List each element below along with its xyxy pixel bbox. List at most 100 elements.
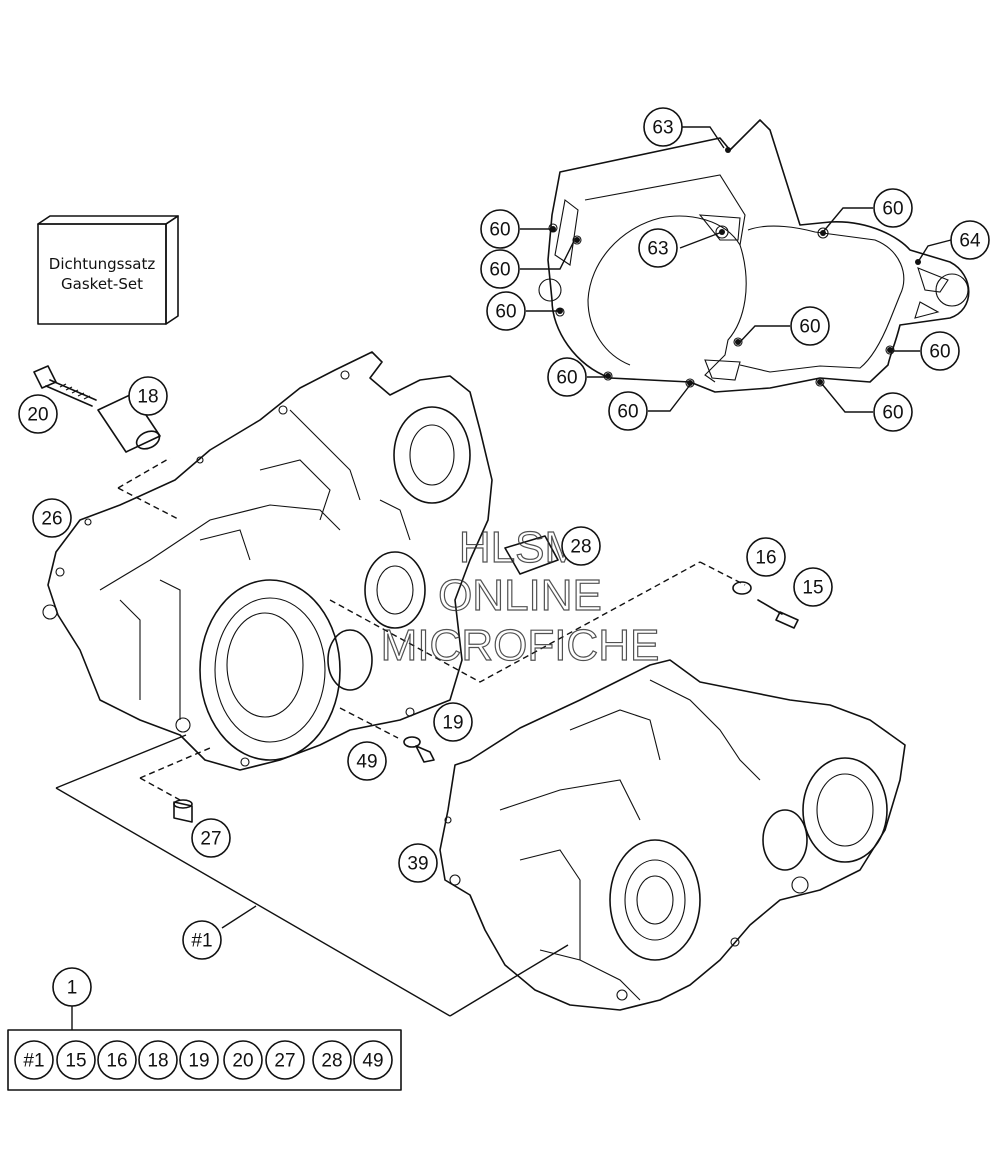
callout-c26-circle <box>32 498 72 538</box>
guide-lines <box>117 457 746 801</box>
kit-item-5-label: 20 <box>232 1051 253 1072</box>
kit-item-4-circle <box>179 1040 219 1080</box>
kit-item-3-circle <box>138 1040 178 1080</box>
callout-c60c: 60 <box>873 188 913 228</box>
kit-item-1-label: 15 <box>65 1051 86 1072</box>
callout-c60e-label: 60 <box>799 317 820 338</box>
callout-c20: 20 <box>18 394 58 434</box>
callout-c1-circle <box>52 967 92 1007</box>
callout-c16: 16 <box>746 537 786 577</box>
callout-c19-label: 19 <box>442 713 463 734</box>
callout-c60h-circle <box>608 391 648 431</box>
kit-item-4: 19 <box>179 1040 219 1080</box>
kit-item-8: 49 <box>353 1040 393 1080</box>
bolt-and-sleeve-drawing <box>33 365 161 453</box>
callout-c60f-circle <box>920 331 960 371</box>
callout-c16-label: 16 <box>755 548 776 569</box>
callout-c60a-label: 60 <box>489 220 510 241</box>
callout-c20-circle <box>18 394 58 434</box>
callout-c49-label: 49 <box>356 752 377 773</box>
callout-c60d-label: 60 <box>495 302 516 323</box>
callout-c63b-circle <box>638 228 678 268</box>
gasket-set-label-en: Gasket-Set <box>61 275 143 293</box>
callout-c60b-label: 60 <box>489 260 510 281</box>
watermark-line-1: HLSM <box>459 523 581 572</box>
callout-c60e-circle <box>790 306 830 346</box>
watermark-line-3: MICROFICHE <box>381 621 660 670</box>
callout-c15-circle <box>793 567 833 607</box>
callout-c60e: 60 <box>790 306 830 346</box>
kit-item-0-label: #1 <box>23 1051 44 1072</box>
callout-c1a: #1 <box>182 920 222 960</box>
callout-c1a-label: #1 <box>191 931 212 952</box>
callout-c49-circle <box>347 741 387 781</box>
callout-c60a: 60 <box>480 209 520 249</box>
small-parts-drawing <box>173 535 799 823</box>
kit-item-0: #1 <box>14 1040 54 1080</box>
kit-item-6-label: 27 <box>274 1051 295 1072</box>
callout-c60b-circle <box>480 249 520 289</box>
kit-item-0-circle <box>14 1040 54 1080</box>
gasket-set-label-de: Dichtungssatz <box>49 255 156 273</box>
callout-c63a: 63 <box>643 107 683 147</box>
kit-item-2-label: 16 <box>106 1051 127 1072</box>
callout-c64: 64 <box>950 220 990 260</box>
kit-table <box>7 1005 402 1091</box>
callout-c20-label: 20 <box>27 405 48 426</box>
right-crankcase-drawing <box>439 659 906 1011</box>
kit-item-8-label: 49 <box>362 1051 383 1072</box>
callout-c60g-label: 60 <box>556 368 577 389</box>
callout-c19: 19 <box>433 702 473 742</box>
kit-item-8-circle <box>353 1040 393 1080</box>
callout-c1: 1 <box>52 967 92 1007</box>
callout-c63b-label: 63 <box>647 239 668 260</box>
callout-c60b: 60 <box>480 249 520 289</box>
assembly-bracket <box>55 734 569 1017</box>
callout-c27-label: 27 <box>200 829 221 850</box>
callout-c1a-circle <box>182 920 222 960</box>
kit-item-7-label: 28 <box>321 1051 342 1072</box>
crankcase-gasket-drawing <box>538 119 970 393</box>
callout-c60h: 60 <box>608 391 648 431</box>
kit-item-2-circle <box>97 1040 137 1080</box>
kit-item-5: 20 <box>223 1040 263 1080</box>
callout-c27-circle <box>191 818 231 858</box>
callout-c60c-label: 60 <box>882 199 903 220</box>
callout-c1-label: 1 <box>67 978 78 999</box>
callout-c63b: 63 <box>638 228 678 268</box>
callout-c15: 15 <box>793 567 833 607</box>
callout-c27: 27 <box>191 818 231 858</box>
callout-c18-label: 18 <box>137 387 158 408</box>
kit-item-3: 18 <box>138 1040 178 1080</box>
callout-c39-label: 39 <box>407 854 428 875</box>
kit-item-7-circle <box>312 1040 352 1080</box>
kit-item-1: 15 <box>56 1040 96 1080</box>
kit-item-6: 27 <box>265 1040 305 1080</box>
callout-c18: 18 <box>128 376 168 416</box>
callout-c28-circle <box>561 526 601 566</box>
kit-item-7: 28 <box>312 1040 352 1080</box>
kit-item-3-label: 18 <box>147 1051 168 1072</box>
callout-c63a-label: 63 <box>652 118 673 139</box>
callout-c28: 28 <box>561 526 601 566</box>
gasket-set-box: Dichtungssatz Gasket-Set <box>37 215 179 325</box>
callout-c18-circle <box>128 376 168 416</box>
callout-c60d-circle <box>486 291 526 331</box>
kit-item-1-circle <box>56 1040 96 1080</box>
callout-c63a-circle <box>643 107 683 147</box>
callout-c64-label: 64 <box>959 231 981 252</box>
watermark-line-2: ONLINE <box>438 571 602 620</box>
kit-item-bubbles: #1 15 16 18 19 20 27 28 49 <box>14 1040 393 1080</box>
callout-c16-circle <box>746 537 786 577</box>
kit-item-2: 16 <box>97 1040 137 1080</box>
callout-c19-circle <box>433 702 473 742</box>
kit-item-6-circle <box>265 1040 305 1080</box>
callout-c60d: 60 <box>486 291 526 331</box>
callout-c60f-label: 60 <box>929 342 950 363</box>
callout-c60f: 60 <box>920 331 960 371</box>
callout-c64-circle <box>950 220 990 260</box>
callout-c39-circle <box>398 843 438 883</box>
callout-c26: 26 <box>32 498 72 538</box>
